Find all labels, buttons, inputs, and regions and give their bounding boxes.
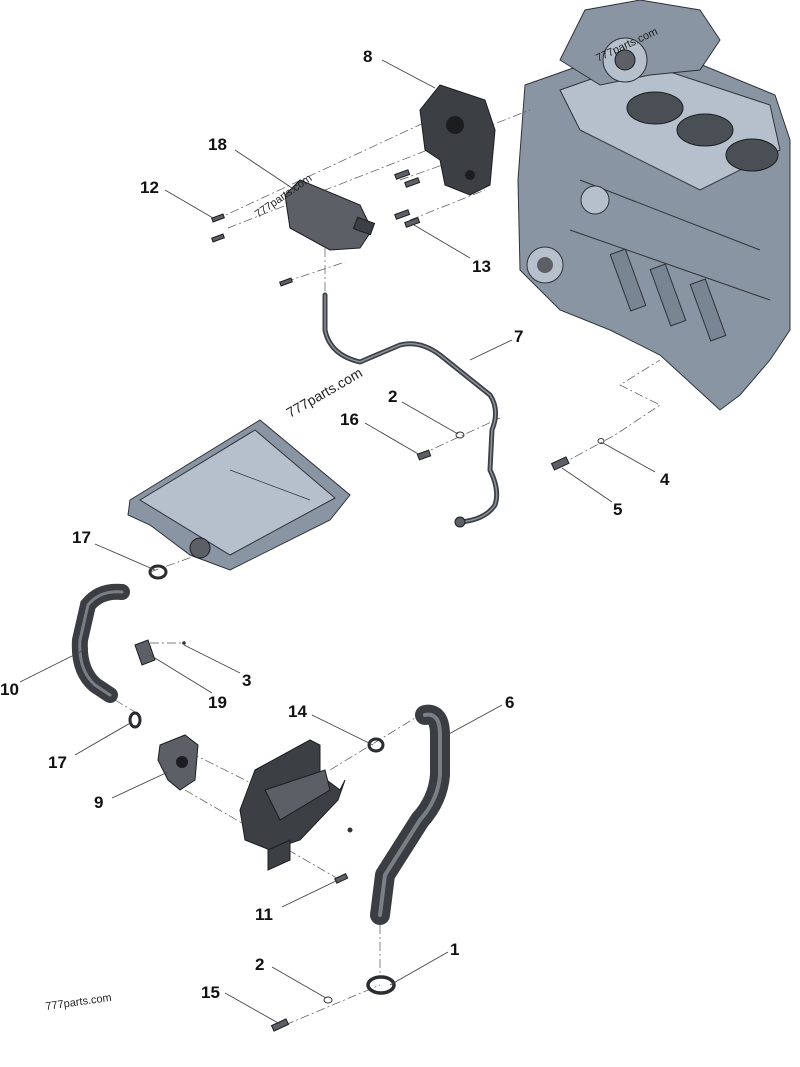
watermark-bottom: 777parts.com [45,992,113,1013]
part-17-clamp-lower [128,711,142,729]
callout-3: 3 [242,671,251,690]
part-5-fitting [550,456,570,471]
callout-18: 18 [208,135,227,154]
part-4-ring [597,438,605,444]
callout-2-upper: 2 [388,387,397,406]
callout-19: 19 [208,693,227,712]
part-16-bolt [416,449,432,461]
callout-8: 8 [363,47,372,66]
part-18-breather: 777parts.com [253,172,376,251]
callout-12: 12 [140,178,159,197]
oil-pan [127,419,351,571]
callout-labels: 8 18 12 13 7 2 16 4 5 17 3 10 19 14 6 17… [0,47,670,1002]
callout-17-lower: 17 [48,753,67,772]
callout-14: 14 [288,702,307,721]
part-7-tube [322,292,500,528]
callout-4: 4 [660,470,670,489]
callout-1: 1 [450,940,459,959]
part-2-washer-upper [455,431,465,439]
part-19-clip [134,639,156,666]
callout-7: 7 [514,327,523,346]
callout-10: 10 [0,680,19,699]
part-8-bracket [419,84,496,196]
part-9-adapter [157,734,199,791]
callout-11: 11 [255,905,273,924]
callout-17-upper: 17 [72,528,91,547]
callout-16: 16 [340,410,359,429]
callout-13: 13 [472,257,491,276]
part-11-bolt [334,872,349,884]
part-2-washer-lower [323,996,333,1004]
part-13-bolts [394,169,421,228]
callout-6: 6 [505,693,514,712]
callout-15: 15 [201,983,220,1002]
part-1-clamp [366,975,396,995]
leader-lines [19,59,656,1025]
part-3-pin [182,641,186,645]
engine-block: 777parts.com [517,0,791,411]
part-6-hose [370,704,450,925]
callout-2-lower: 2 [255,955,264,974]
part-14-clamp [367,737,385,753]
callout-9: 9 [94,793,103,812]
part-10-hose [71,583,130,703]
part-17-clamp-upper [148,564,168,580]
part-12-bolts [211,213,293,287]
separator-assembly [239,739,353,871]
callout-5: 5 [613,500,622,519]
part-15-bolt [270,1018,290,1032]
